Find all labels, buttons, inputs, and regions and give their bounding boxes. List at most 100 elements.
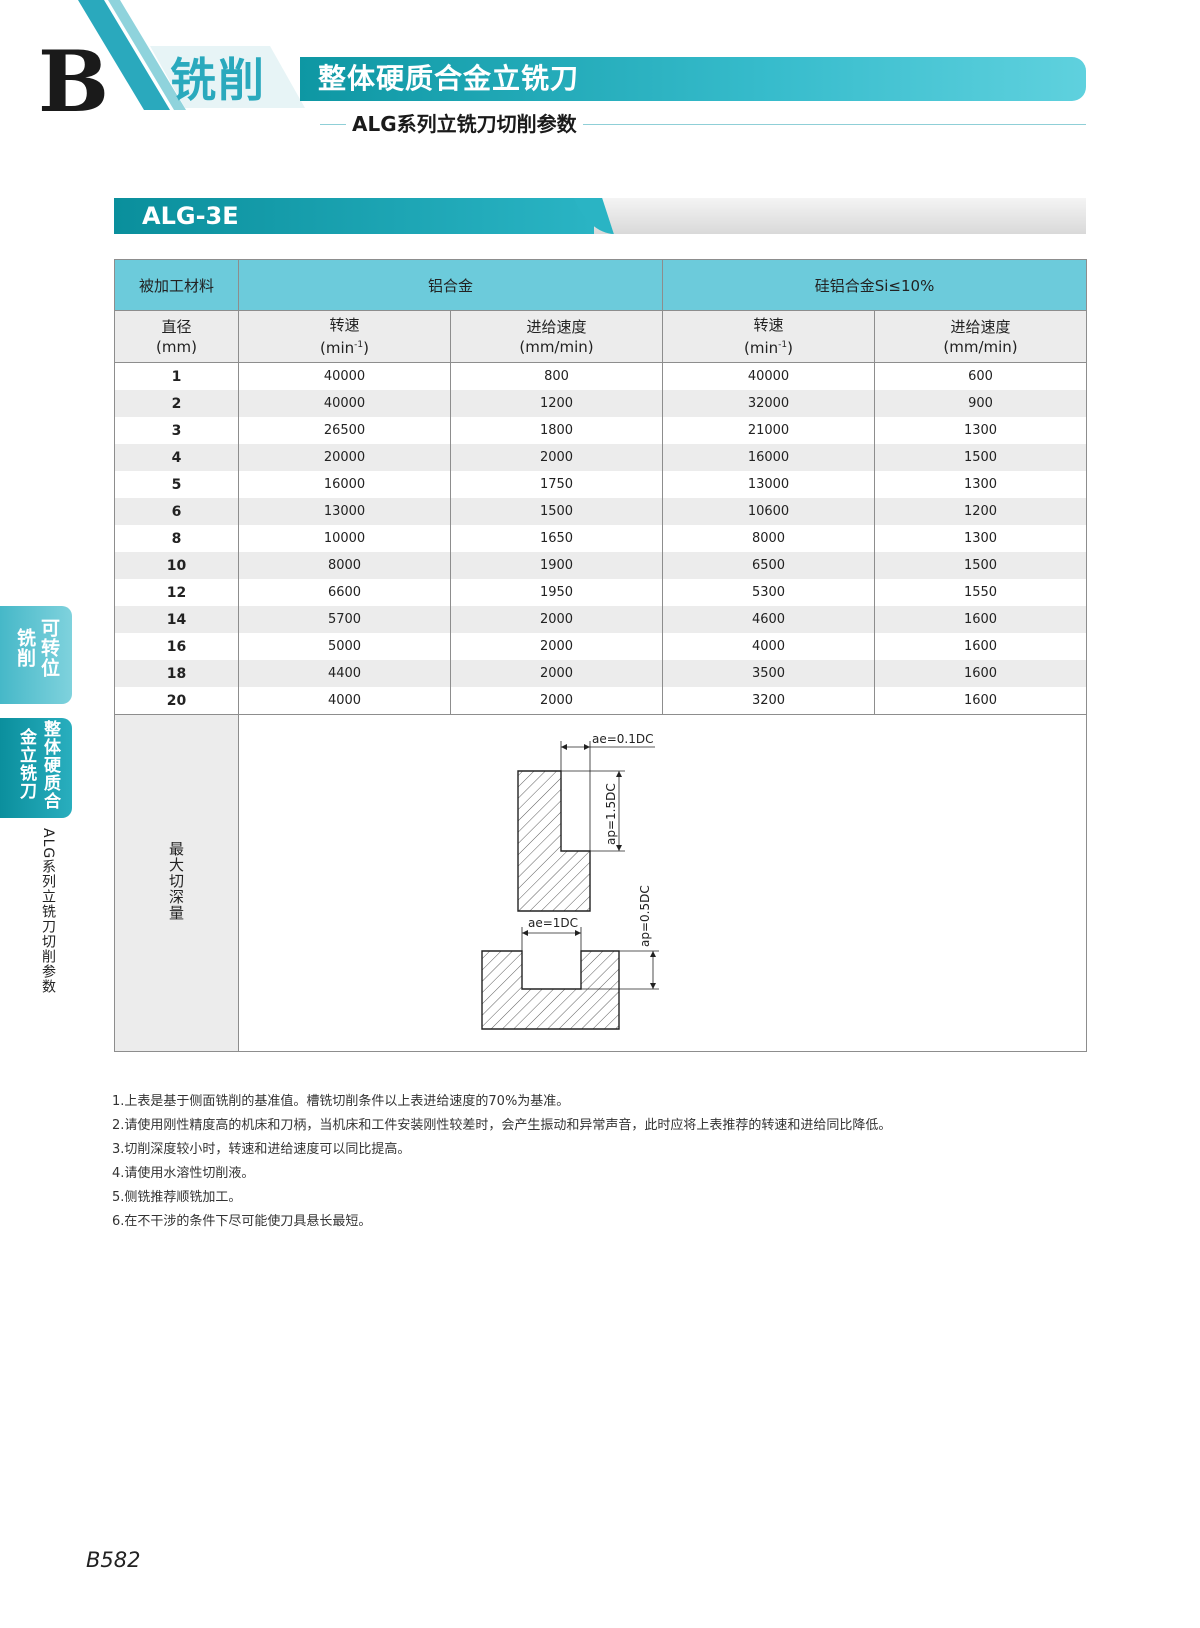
feed-aluminum-cell: 2000 <box>449 633 664 660</box>
feed-aluminum-cell: 1950 <box>449 579 664 606</box>
note-item: 2.请使用刚性精度高的机床和刀柄，当机床和工件安装刚性较差时，会产生振动和异常声… <box>112 1118 892 1133</box>
speed-silicon-cell: 13000 <box>662 471 876 498</box>
section-name: 铣削 <box>170 53 266 107</box>
page-number: B582 <box>86 1548 141 1572</box>
feed-silicon-cell: 1500 <box>874 552 1088 579</box>
side-ap-label: ap=1.5DC <box>604 783 618 845</box>
diameter-cell: 2 <box>114 390 239 417</box>
feed-silicon-cell: 1600 <box>874 606 1088 633</box>
side-tab-indexable-milling[interactable]: 可转位 铣削 <box>0 606 72 704</box>
table-header-row-materials: 被加工材料 铝合金 硅铝合金Si≤10% <box>114 259 1088 311</box>
speed-aluminum-cell: 16000 <box>238 471 451 498</box>
header-slash-decoration <box>78 0 305 110</box>
feed-aluminum-cell: 1800 <box>449 417 664 444</box>
speed-aluminum-cell: 26500 <box>238 417 451 444</box>
speed-header-aluminum: 转速 (min-1) <box>238 310 451 363</box>
section-letter: B <box>38 32 109 131</box>
diameter-cell: 8 <box>114 525 239 552</box>
cutting-parameter-table: 被加工材料 铝合金 硅铝合金Si≤10% 直径 (mm) 转速 (min-1) … <box>114 259 1088 1052</box>
side-tab2-line1: 整体硬质合 <box>40 720 60 810</box>
feed-aluminum-cell: 2000 <box>449 660 664 687</box>
notes-list: 1.上表是基于侧面铣削的基准值。槽铣切削条件以上表进给速度的70%为基准。 2.请… <box>112 1090 1092 1234</box>
speed-silicon-cell: 40000 <box>662 362 876 390</box>
speed-silicon-cell: 3200 <box>662 687 876 715</box>
feed-silicon-cell: 1300 <box>874 471 1088 498</box>
feed-silicon-cell: 1550 <box>874 579 1088 606</box>
feed-silicon-cell: 900 <box>874 390 1088 417</box>
material-header: 被加工材料 <box>114 259 239 311</box>
feed-aluminum-cell: 800 <box>449 362 664 390</box>
speed-aluminum-cell: 10000 <box>238 525 451 552</box>
feed-aluminum-cell: 2000 <box>449 444 664 471</box>
feed-silicon-cell: 1200 <box>874 498 1088 525</box>
speed-silicon-cell: 10600 <box>662 498 876 525</box>
feed-aluminum-cell: 1500 <box>449 498 664 525</box>
material-silicon-aluminum-header: 硅铝合金Si≤10% <box>662 259 1088 311</box>
note-item: 5.侧铣推荐顺铣加工。 <box>112 1190 242 1205</box>
side-ae-label: ae=0.1DC <box>592 732 654 746</box>
feed-silicon-cell: 1300 <box>874 417 1088 444</box>
speed-silicon-cell: 3500 <box>662 660 876 687</box>
speed-aluminum-cell: 40000 <box>238 362 451 390</box>
speed-aluminum-cell: 4400 <box>238 660 451 687</box>
table-header-row-params: 直径 (mm) 转速 (min-1) 进给速度 (mm/min) 转速 (min… <box>114 310 1088 363</box>
speed-silicon-cell: 6500 <box>662 552 876 579</box>
note-item: 3.切削深度较小时，转速和进给速度可以同比提高。 <box>112 1142 411 1157</box>
note-item: 4.请使用水溶性切削液。 <box>112 1166 255 1181</box>
max-depth-label-cell: 最大切深量 <box>114 714 239 1052</box>
diameter-header: 直径 (mm) <box>114 310 239 363</box>
feed-aluminum-cell: 1200 <box>449 390 664 417</box>
diameter-cell: 16 <box>114 633 239 660</box>
feed-silicon-cell: 1500 <box>874 444 1088 471</box>
model-label: ALG-3E <box>142 202 239 230</box>
speed-aluminum-cell: 40000 <box>238 390 451 417</box>
side-vertical-caption: ALG系列立铣刀切削参数 <box>40 828 56 995</box>
diameter-cell: 6 <box>114 498 239 525</box>
feed-silicon-cell: 1600 <box>874 633 1088 660</box>
subtitle-rule <box>320 124 1086 125</box>
feed-aluminum-cell: 1900 <box>449 552 664 579</box>
diameter-cell: 12 <box>114 579 239 606</box>
cutting-depth-diagram: ae=0.1DC ap=1.5DC ae=1DC <box>481 732 659 1030</box>
speed-aluminum-cell: 5000 <box>238 633 451 660</box>
speed-aluminum-cell: 6600 <box>238 579 451 606</box>
feed-aluminum-cell: 2000 <box>449 606 664 633</box>
side-milling-workpiece <box>517 770 591 912</box>
slot-ap-label: ap=0.5DC <box>638 885 652 947</box>
side-tab1-line1: 可转位 <box>38 618 60 678</box>
slot-milling-workpiece <box>481 950 620 1030</box>
feed-silicon-cell: 1300 <box>874 525 1088 552</box>
speed-silicon-cell: 16000 <box>662 444 876 471</box>
feed-header-silicon: 进给速度 (mm/min) <box>874 310 1088 363</box>
material-aluminum-header: 铝合金 <box>237 259 664 311</box>
diameter-cell: 3 <box>114 417 239 444</box>
speed-silicon-cell: 21000 <box>662 417 876 444</box>
diameter-cell: 20 <box>114 687 239 715</box>
model-tab <box>114 198 594 234</box>
speed-aluminum-cell: 4000 <box>238 687 451 715</box>
speed-aluminum-cell: 8000 <box>238 552 451 579</box>
speed-silicon-cell: 4600 <box>662 606 876 633</box>
diameter-cell: 10 <box>114 552 239 579</box>
speed-aluminum-cell: 13000 <box>238 498 451 525</box>
diameter-cell: 18 <box>114 660 239 687</box>
note-item: 6.在不干涉的条件下尽可能使刀具悬长最短。 <box>112 1214 372 1229</box>
slot-ae-label: ae=1DC <box>528 916 578 930</box>
speed-aluminum-cell: 20000 <box>238 444 451 471</box>
side-tab1-line2: 铣削 <box>14 628 36 668</box>
note-item: 1.上表是基于侧面铣削的基准值。槽铣切削条件以上表进给速度的70%为基准。 <box>112 1094 570 1109</box>
side-tab-solid-carbide-endmill[interactable]: 整体硬质合 金立铣刀 <box>0 718 72 818</box>
max-depth-label: 最大切深量 <box>167 841 185 921</box>
feed-silicon-cell: 1600 <box>874 660 1088 687</box>
diameter-cell: 5 <box>114 471 239 498</box>
diameter-cell: 4 <box>114 444 239 471</box>
